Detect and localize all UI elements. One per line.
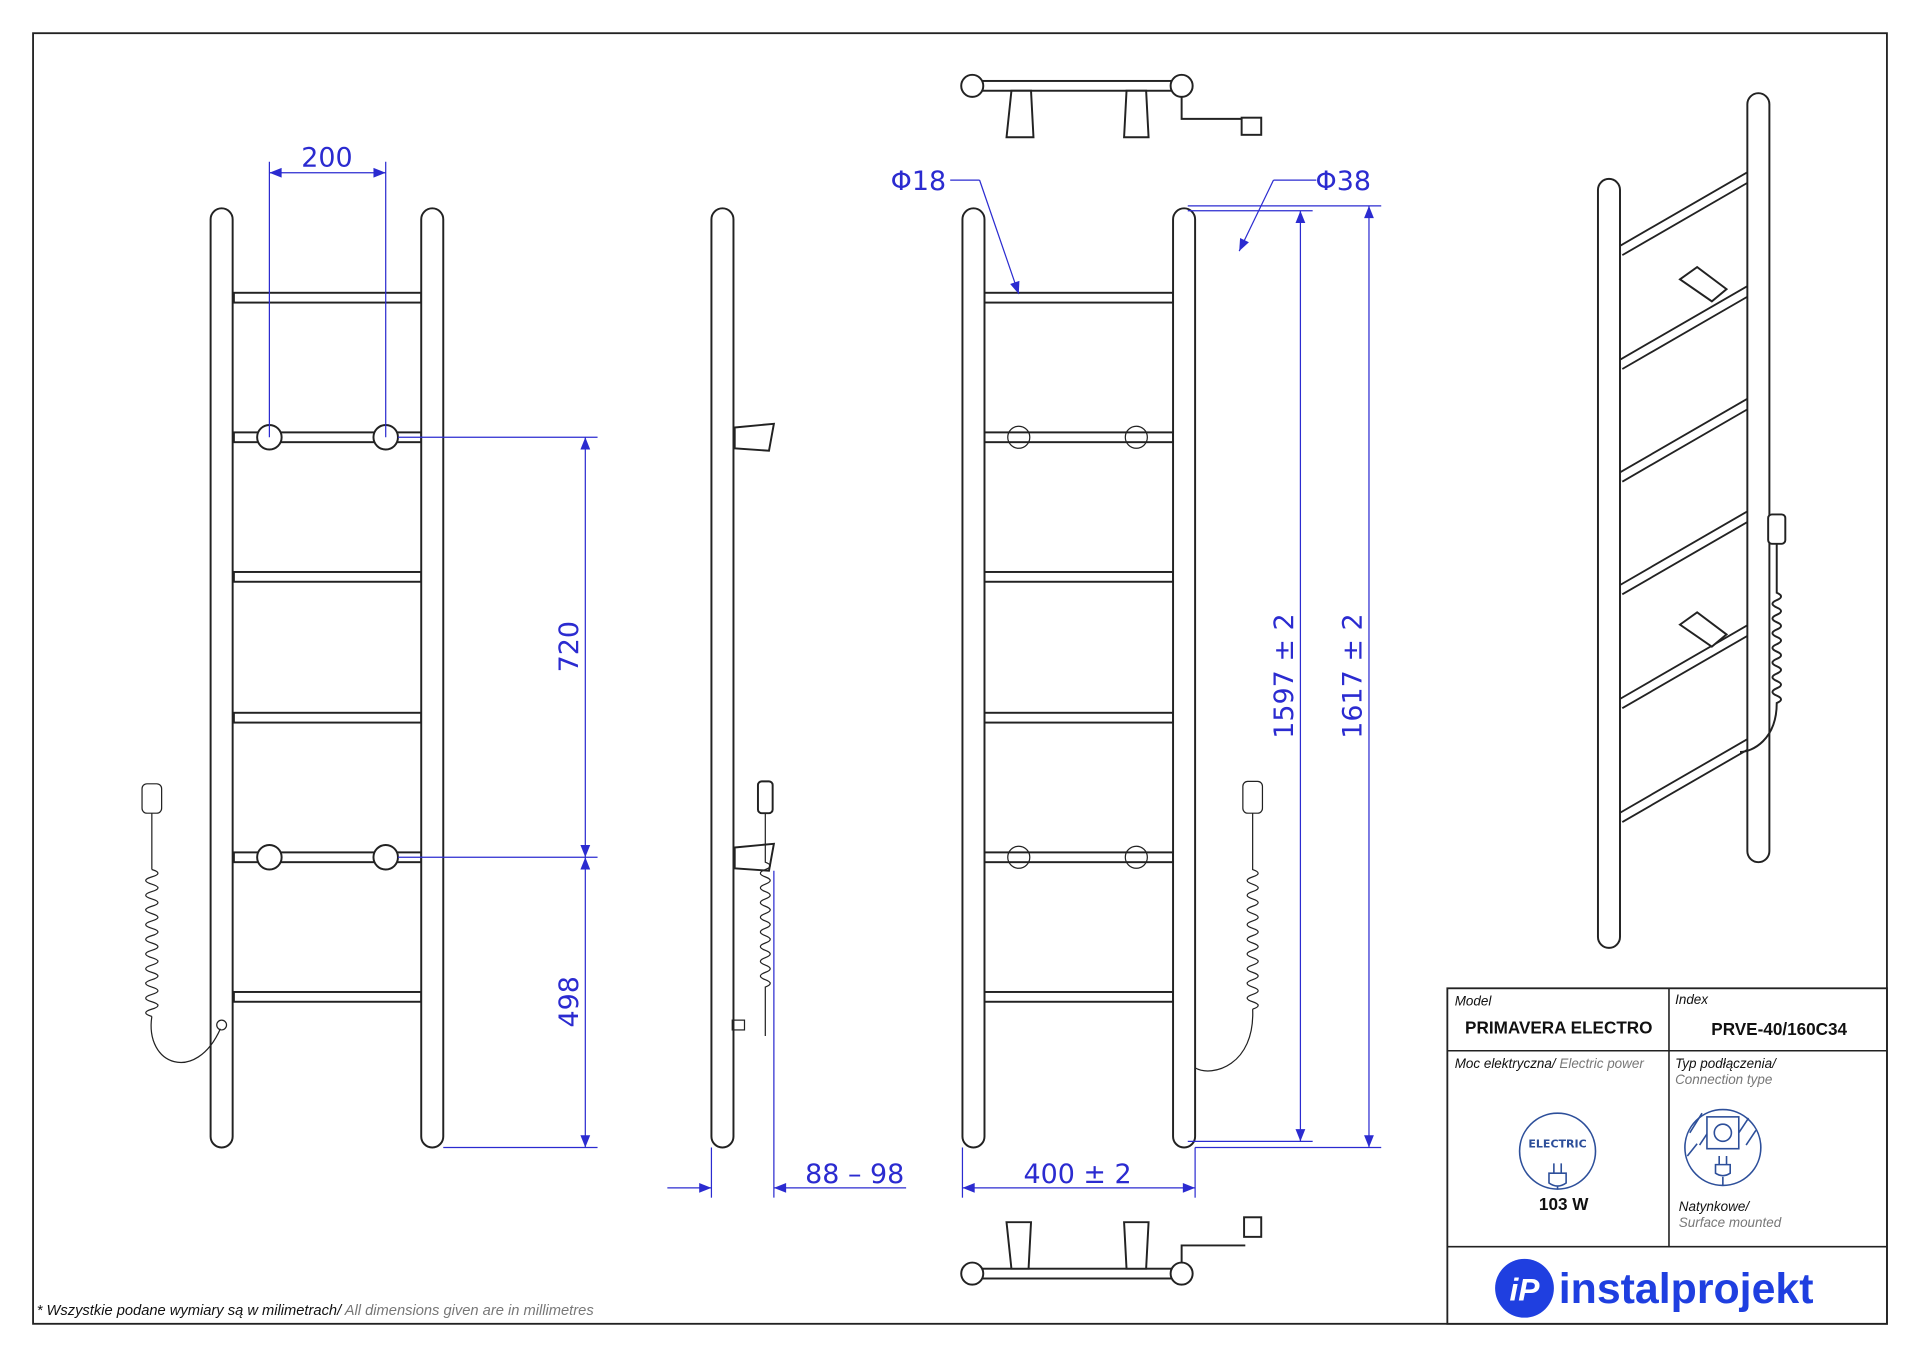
front-view-left: 200 720 498: [141, 143, 598, 1149]
footnote-en: All dimensions given are in millimetres: [341, 1303, 594, 1319]
power-label-en: Electric power: [1556, 1056, 1645, 1071]
dim-rung-diameter: Φ18: [891, 166, 946, 197]
surface-socket-icon: [1684, 1108, 1762, 1187]
dim-wall-distance: 88 – 98: [805, 1159, 904, 1190]
dim-height-total: 1617 ± 2: [1338, 613, 1369, 738]
dim-bracket-spacing: 720: [554, 621, 585, 672]
dim-rung-spacing: 200: [301, 143, 352, 174]
top-view: [960, 73, 1263, 139]
dim-rail-diameter: Φ38: [1316, 166, 1371, 197]
dim-width: 400 ± 2: [1023, 1159, 1131, 1190]
index-label: Index: [1675, 992, 1709, 1007]
title-block: Model PRIMAVERA ELECTRO Index PRVE-40/16…: [1446, 987, 1888, 1325]
brand-name: instalprojekt: [1559, 1265, 1814, 1313]
dim-bottom-offset: 498: [554, 976, 585, 1027]
footnote: * Wszystkie podane wymiary są w milimetr…: [37, 1303, 595, 1319]
perspective-view: [1596, 92, 1787, 949]
model-label: Model: [1455, 993, 1493, 1008]
power-label-pl: Moc elektryczna/: [1455, 1056, 1557, 1071]
connection-value-en: Surface mounted: [1679, 1215, 1782, 1230]
svg-text:Moc elektryczna/ Electric powe: Moc elektryczna/ Electric power: [1455, 1056, 1645, 1071]
connection-label-en: Connection type: [1675, 1072, 1772, 1087]
footnote-pl: * Wszystkie podane wymiary są w milimetr…: [37, 1303, 343, 1319]
electric-plug-icon: [1518, 1112, 1597, 1190]
model-value: PRIMAVERA ELECTRO: [1465, 1018, 1652, 1038]
drawing-border: [32, 32, 1888, 1325]
power-value: 103 W: [1539, 1194, 1589, 1214]
bottom-view: [960, 1216, 1263, 1286]
electric-badge: ELECTRIC: [1528, 1137, 1586, 1150]
connection-value-pl: Natynkowe/: [1679, 1199, 1751, 1214]
heating-cable: [141, 783, 228, 1063]
instalprojekt-logo: iP instalprojekt: [1495, 1258, 1814, 1318]
front-view-right: Φ18 Φ38 1597 ± 2 1617 ± 2 400 ± 2: [891, 166, 1382, 1198]
brand-mark: iP: [1509, 1272, 1540, 1308]
dim-height-inner: 1597 ± 2: [1269, 613, 1300, 738]
index-value: PRVE-40/160C34: [1711, 1019, 1847, 1039]
connection-label-pl: Typ podłączenia/: [1675, 1056, 1777, 1071]
side-view: 88 – 98: [667, 207, 907, 1198]
